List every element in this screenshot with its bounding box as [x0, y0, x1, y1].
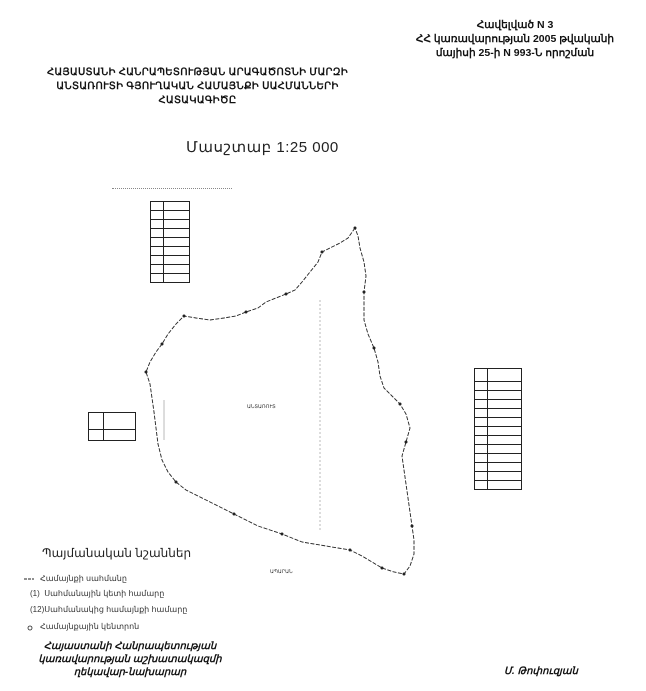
- community-boundary-line: [145, 227, 415, 575]
- annex-line-1: Հավելված N 3: [476, 19, 554, 31]
- signatory-line-1: Հայաստանի Հանրապետության: [43, 641, 217, 652]
- boundary-point: [174, 480, 178, 484]
- map-inner-label: ԱՆՏԱՌՈՒՏ: [247, 404, 276, 410]
- boundary-point: [353, 226, 357, 230]
- legend-title: Պայմանական նշաններ: [42, 546, 192, 560]
- title-line-2: ԱՆՏԱՌՈՒՏԻ ԳՅՈՒՂԱԿԱՆ ՀԱՄԱՅՆՔԻ ՍԱՀՄԱՆՆԵՐԻ: [56, 81, 339, 92]
- legend-item-text: Սահմանակից համայնքի համարը: [44, 605, 188, 614]
- legend-item-symbol: (1): [30, 589, 40, 598]
- boundary-point: [398, 402, 402, 406]
- legend-item-text: Սահմանային կետի համարը: [44, 589, 165, 598]
- table-caption-scribble: [112, 174, 232, 189]
- boundary-point: [348, 548, 352, 552]
- legend-item: Համայնքային կենտրոն: [40, 622, 139, 631]
- coordinates-grid-3: [474, 368, 522, 490]
- boundary-point: [410, 524, 414, 528]
- map-bottom-label: ԱՊԱՐԱՆ: [270, 569, 293, 575]
- boundary-point: [160, 342, 164, 346]
- boundary-point: [380, 566, 384, 570]
- boundary-point: [182, 314, 186, 318]
- boundary-point: [280, 532, 284, 536]
- boundary-point: [320, 250, 324, 254]
- boundary-point: [362, 290, 366, 294]
- legend-center-symbol: [27, 625, 33, 631]
- coordinates-grid-2: [88, 412, 136, 441]
- legend-item-symbol: (12): [30, 605, 45, 614]
- boundary-point: [144, 370, 148, 374]
- legend-item: (1) Սահմանային կետի համարը: [30, 589, 164, 598]
- boundary-point: [372, 346, 376, 350]
- annex-header: Հավելված N 3 ՀՀ կառավարության 2005 թվակա…: [400, 18, 630, 60]
- annex-line-2: ՀՀ կառավարության 2005 թվականի: [415, 33, 615, 45]
- boundary-point: [232, 512, 236, 516]
- boundary-point: [284, 292, 288, 296]
- boundary-point: [404, 440, 408, 444]
- boundary-point: [402, 572, 406, 576]
- signatory-name: Մ. Թոփուզյան: [504, 666, 578, 677]
- signatory-line-3: ղեկավար-նախարար: [73, 667, 187, 678]
- legend-item: (12) Սահմանակից համայնքի համարը: [30, 605, 187, 614]
- coordinates-table-3: [474, 368, 522, 490]
- boundary-point: [244, 310, 248, 314]
- coordinates-grid-1: [150, 201, 190, 283]
- signatory-line-2: կառավարության աշխատակազմի: [38, 654, 222, 665]
- document-title: ՀԱՅԱՍՏԱՆԻ ՀԱՆՐԱՊԵՏՈՒԹՅԱՆ ԱՐԱԳԱԾՈՏՆԻ ՄԱՐԶ…: [20, 66, 375, 108]
- signatory-position: Հայաստանի Հանրապետության կառավարության ա…: [30, 640, 230, 679]
- legend-item-text: Համայնքային կենտրոն: [40, 622, 140, 631]
- title-line-1: ՀԱՅԱՍՏԱՆԻ ՀԱՆՐԱՊԵՏՈՒԹՅԱՆ ԱՐԱԳԱԾՈՏՆԻ ՄԱՐԶ…: [46, 67, 349, 78]
- coordinates-table-1: [112, 174, 232, 283]
- coordinates-table-2: [88, 412, 136, 441]
- map-scale: Մասշտաբ 1:25 000: [186, 139, 339, 156]
- title-line-3: ՀԱՏԱԿԱԳԻԾԸ: [158, 95, 237, 106]
- legend-item: Համայնքի սահմանը: [40, 574, 127, 583]
- legend-item-text: Համայնքի սահմանը: [40, 574, 127, 583]
- annex-line-3: մայիսի 25-ի N 993-Ն որոշման: [435, 47, 595, 59]
